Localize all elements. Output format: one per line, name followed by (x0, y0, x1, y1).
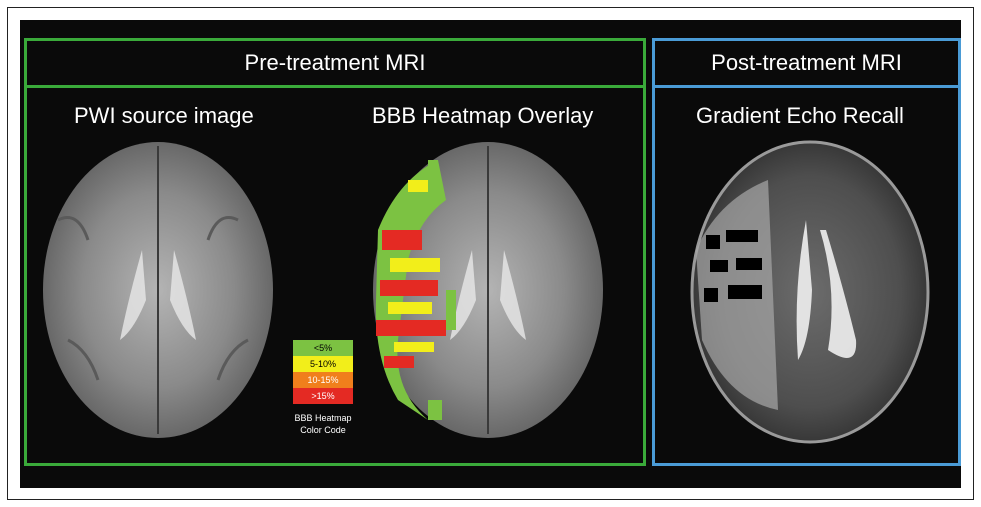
pre-treatment-panel (24, 86, 646, 466)
legend-caption-line1: BBB Heatmap (294, 413, 352, 423)
gre-image-label: Gradient Echo Recall (696, 103, 904, 128)
legend-swatch-10-15: 10-15% (293, 372, 353, 388)
legend-swatch-5-10: 5-10% (293, 356, 353, 372)
legend-caption-line2: Color Code (300, 425, 346, 435)
bbb-overlay-label: BBB Heatmap Overlay (372, 103, 594, 128)
pre-treatment-header: Pre-treatment MRI (24, 38, 646, 88)
post-treatment-title: Post-treatment MRI (711, 50, 902, 75)
heatmap-overlay (375, 160, 456, 420)
post-treatment-header: Post-treatment MRI (652, 38, 961, 88)
legend-caption: BBB Heatmap Color Code (278, 412, 368, 436)
pwi-image-label: PWI source image (74, 103, 254, 128)
legend-swatch-over-15: >15% (293, 388, 353, 404)
pre-treatment-title: Pre-treatment MRI (244, 50, 426, 75)
post-treatment-panel (652, 86, 961, 466)
heatmap-legend: <5% 5-10% 10-15% >15% (293, 340, 353, 404)
pwi-brain-image (43, 142, 273, 438)
legend-swatch-under-5: <5% (293, 340, 353, 356)
hemorrhage-spots (704, 230, 762, 302)
bbb-heatmap-brain-image (373, 142, 603, 438)
gre-brain-image (690, 140, 930, 444)
